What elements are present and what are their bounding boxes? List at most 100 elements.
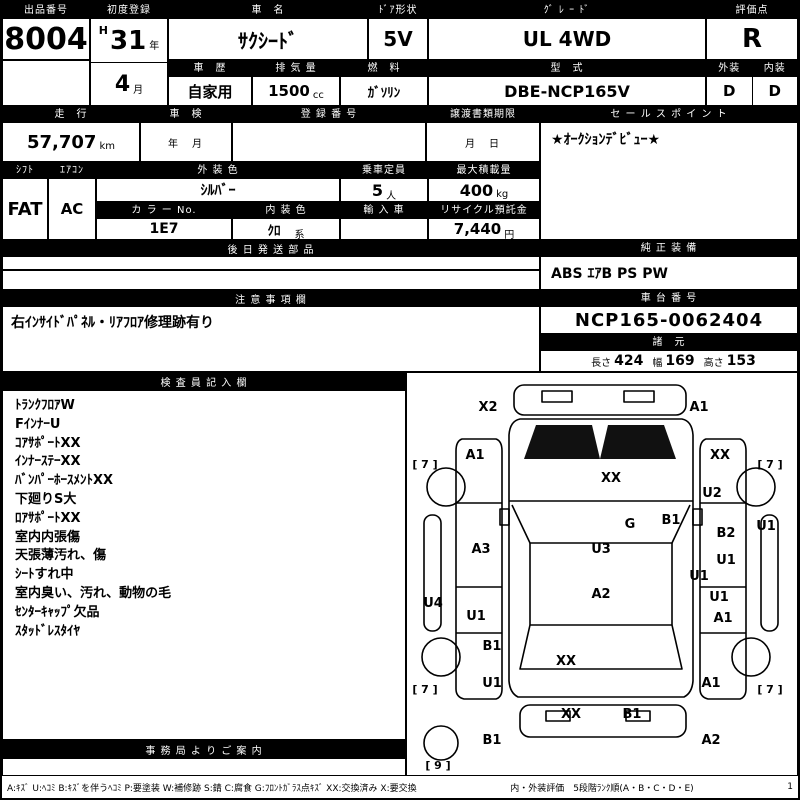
month-unit: 月	[133, 84, 144, 96]
mileage-label: 走 行	[3, 107, 139, 123]
sales-point-cell: セ ー ル ス ポ イ ン ト ★ｵｰｸｼｮﾝﾃﾞﾋﾞｭｰ★	[540, 106, 798, 240]
max-load-value: 400	[459, 180, 494, 200]
aircon-label: ｴｱｺﾝ	[49, 163, 95, 179]
length-label: 長さ	[591, 357, 612, 369]
color-number-value: 1E7	[149, 221, 179, 237]
height-value: 153	[726, 353, 756, 369]
office-info-box	[2, 758, 406, 776]
inspector-note-line: ｾﾝﾀｰｷｬｯﾌﾟ欠品	[15, 604, 100, 620]
first-reg-year-number: 31	[110, 25, 147, 56]
width-label: 幅	[652, 357, 663, 369]
era-letter: H	[98, 24, 109, 37]
transfer-deadline-label: 譲渡書類期限	[427, 107, 539, 123]
shift-value: FAT	[7, 198, 43, 220]
damage-mark: B1	[483, 733, 502, 748]
damage-mark: A1	[689, 400, 708, 415]
damage-mark: A1	[701, 676, 720, 691]
exterior-color-cell: 外 装 色 ｼﾙﾊﾞｰ	[96, 162, 340, 202]
lot-number-cell: 出品番号 8004	[2, 2, 90, 60]
car-history-cell: 車 歴 自家用	[168, 60, 252, 106]
equipment-label: 純 正 装 備	[541, 241, 797, 257]
dimensions-label: 諸 元	[541, 335, 797, 351]
interior-score-value: D	[768, 82, 781, 100]
caution-box: 右ｲﾝｻｲﾄﾞﾊﾟﾈﾙ・ﾘｱﾌﾛｱ修理跡有り	[2, 306, 540, 372]
damage-mark: U1	[482, 676, 502, 691]
damage-mark: U1	[709, 590, 729, 605]
interior-score-label: 内装	[752, 61, 797, 77]
recycle-deposit-value-wrap: 7,440 円	[429, 219, 539, 239]
model-code-value: DBE-NCP165V	[504, 81, 630, 101]
sales-point-label: セ ー ル ス ポ イ ン ト	[541, 107, 797, 123]
lot-empty-cell	[2, 60, 90, 106]
interior-color-label: 内 装 色	[233, 203, 339, 219]
color-number-cell: カ ラ ー No. 1E7	[96, 202, 232, 240]
shift-cell: ｼﾌﾄ FAT	[2, 162, 48, 240]
damage-mark: A3	[471, 542, 490, 557]
recycle-deposit-label: リサイクル預託金	[429, 203, 539, 219]
lot-number-value: 8004	[4, 21, 88, 57]
damage-mark: U2	[702, 486, 722, 501]
exterior-score-col: 外装 D	[707, 61, 752, 105]
interior-color-unit: 系	[294, 229, 305, 240]
damage-mark: U1	[716, 553, 736, 568]
aircon-value: AC	[60, 200, 84, 218]
later-parts-empty-row-2	[2, 270, 540, 290]
fuel-label: 燃 料	[341, 61, 427, 77]
aircon-cell: ｴｱｺﾝ AC	[48, 162, 96, 240]
fuel-cell: 燃 料 ｶﾞｿﾘﾝ	[340, 60, 428, 106]
damage-mark: A1	[465, 448, 484, 463]
inspection-label: 車 検	[141, 107, 231, 123]
damage-mark: B1	[662, 513, 681, 528]
wheel-note: [ 7 ]	[412, 683, 437, 696]
front-grille-shading	[524, 425, 676, 459]
capacity-cell: 乗車定員 5 人	[340, 162, 428, 202]
damage-mark: U3	[591, 542, 611, 557]
legend-text: A:ｷｽﾞ U:ﾍｺﾐ B:ｷｽﾞを伴うﾍｺﾐ P:要塗装 W:補修跡 S:錆 …	[7, 783, 417, 794]
legend-page-number: 1	[787, 782, 793, 792]
recycle-deposit-value: 7,440	[453, 220, 502, 238]
wheel-note: [ 7 ]	[757, 458, 782, 471]
inspector-note-line: ｺｱｻﾎﾟｰﾄXX	[15, 435, 81, 451]
exterior-score-value: D	[723, 82, 736, 100]
door-shape-cell: ﾄﾞｱ形状 5V	[368, 2, 428, 60]
inspector-note-line: 下廻りS大	[15, 491, 77, 507]
mileage-cell: 走 行 57,707 km	[2, 106, 140, 162]
interior-score-col: 内装 D	[751, 61, 797, 105]
interior-color-value: ｸﾛ	[267, 223, 281, 239]
model-code-cell: 型 式 DBE-NCP165V	[428, 60, 706, 106]
wheel-note: [ 9 ]	[425, 759, 450, 772]
capacity-unit: 人	[386, 190, 397, 202]
damage-mark: U1	[756, 519, 776, 534]
car-history-value: 自家用	[187, 82, 233, 101]
mileage-unit: km	[99, 140, 115, 152]
grade-value: UL 4WD	[522, 27, 612, 51]
car-name-label: 車 名	[169, 3, 367, 19]
first-registration-label: 初度登録	[91, 3, 167, 19]
inspector-note-line: ｽﾀｯﾄﾞﾚｽﾀｲﾔ	[15, 623, 80, 639]
inspector-note-line: 室内臭い、汚れ、動物の毛	[15, 585, 172, 601]
interior-color-value-wrap: ｸﾛ 系	[233, 219, 339, 240]
damage-mark: U4	[423, 596, 443, 611]
damage-mark: B1	[623, 707, 642, 722]
damage-mark: XX	[710, 448, 730, 463]
transfer-deadline-cell: 譲渡書類期限 月 日	[426, 106, 540, 162]
transfer-deadline-value: 月 日	[465, 138, 501, 150]
model-code-label: 型 式	[429, 61, 705, 77]
mileage-value-wrap: 57,707 km	[3, 123, 139, 161]
legend-bar: A:ｷｽﾞ U:ﾍｺﾐ B:ｷｽﾞを伴うﾍｺﾐ P:要塗装 W:補修跡 S:錆 …	[2, 776, 798, 798]
score-label: 評価点	[707, 3, 797, 19]
damage-mark: U1	[466, 609, 486, 624]
import-car-value	[341, 219, 427, 239]
car-outline	[421, 384, 779, 761]
damage-mark: X2	[478, 400, 497, 415]
grade-label: ｸﾞ ﾚ ｰ ﾄﾞ	[429, 3, 705, 19]
fuel-value: ｶﾞｿﾘﾝ	[367, 85, 401, 101]
recycle-deposit-unit: 円	[504, 229, 515, 240]
damage-mark: B2	[717, 526, 736, 541]
car-history-label: 車 歴	[169, 61, 251, 77]
mileage-value: 57,707	[26, 131, 97, 153]
later-parts-empty-row-1	[2, 256, 540, 270]
damage-mark: XX	[556, 654, 576, 669]
first-registration-cell: 初度登録 H 31 年 4 月	[90, 2, 168, 106]
damage-mark: G	[625, 517, 636, 532]
